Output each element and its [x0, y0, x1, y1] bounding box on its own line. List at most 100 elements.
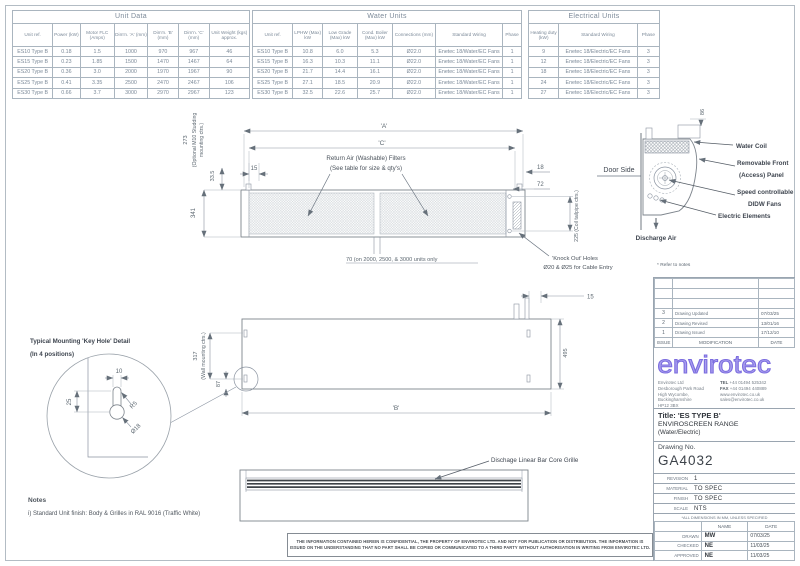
table-cell: [672, 297, 759, 309]
dim-273-note2: mounting ctrs.): [199, 123, 205, 158]
table-cell: 07/03/25: [758, 307, 795, 319]
dim-317-note: (Wall mounting ctrs.): [201, 332, 207, 380]
email-link[interactable]: sales@envirotec.co.uk: [720, 397, 765, 403]
company-logo: envirotec: [657, 352, 772, 379]
dim-25-label: 25: [67, 398, 73, 405]
table-cell: 3000: [113, 87, 149, 99]
table-cell: 11/03/25: [747, 540, 795, 552]
column-header: DATE: [747, 521, 795, 532]
tailpipe-bottom: [507, 228, 512, 234]
water-coil-label: Water Coil: [736, 143, 767, 150]
column-header: Unit ref.: [251, 23, 294, 47]
fans-label-2: DIDW Fans: [748, 201, 782, 208]
water-coil-section: [644, 140, 690, 154]
dim-86-label: 86: [700, 109, 706, 115]
table-cell: NTS: [691, 503, 795, 513]
table-cell: 07/03/25: [747, 530, 795, 542]
table-cell: Drawing Revised: [672, 317, 759, 329]
drawing-number-label: Drawing No.: [658, 444, 696, 451]
column-header: [654, 521, 702, 532]
keyhole-title-2: (In 4 positions): [30, 351, 74, 358]
electric-element: [647, 193, 653, 199]
table-row: [654, 287, 795, 299]
keyhole-slot: [243, 374, 248, 383]
table-cell: [758, 278, 795, 289]
column-header: MODIFICATION: [672, 337, 759, 349]
table-cell: 123: [208, 87, 251, 99]
plan-view: 15 317 (Wall mounting ctrs.) 87 495 'B': [169, 291, 594, 424]
dim-18-label: 18: [537, 165, 544, 171]
disclaimer-box: THE INFORMATION CONTAINED HEREIN IS CONF…: [287, 533, 653, 557]
dim-15-label: 15: [251, 166, 258, 172]
removable-front-label-2: (Access) Panel: [739, 172, 784, 179]
column-header: Unit Weight (kgs) approx.: [208, 23, 251, 47]
fans-label-1: Speed controllable: [737, 189, 794, 196]
knockout-label-1: 'Knock Out' Holes: [552, 256, 598, 262]
keyhole-slot: [526, 329, 531, 338]
grille-label: Dischage Linear Bar Core Grille: [491, 457, 579, 464]
column-header: Heating duty (kW): [527, 23, 560, 47]
company-contact: TEL +44 01494 525342 FAX +44 01494 44088…: [720, 380, 790, 408]
table-cell: 13/01/16: [758, 317, 795, 329]
table-cell: 2: [654, 317, 673, 329]
dim-72-label: 72: [537, 182, 544, 188]
company-line: HP12 3BX: [658, 403, 679, 408]
company-line: Buckinghamshire: [658, 397, 692, 403]
filters-label-2: (See table for size & qty's): [330, 165, 402, 172]
dim-10-label: 10: [116, 369, 123, 375]
drawing-number-section: Drawing No. GA4032: [654, 441, 795, 473]
tailpipe-stub: [524, 297, 530, 320]
detail-bubble: [46, 353, 172, 479]
electric-element: [653, 195, 659, 201]
table-cell: Drawing Updated: [672, 307, 759, 319]
table-cell: 27: [527, 87, 560, 99]
drawing-title-line-3: (Water/Electric): [658, 429, 701, 436]
side-section-view: 86 Door Side Water Coil Removable Front …: [597, 109, 794, 242]
discharge-air-label: Discharge Air: [636, 235, 677, 242]
table-cell: [654, 287, 673, 299]
dim-87-label: 87: [216, 381, 222, 387]
refer-to-notes: * Refer to notes: [657, 263, 691, 268]
tailpipe-stub: [513, 303, 520, 320]
mounting-stud-left: [245, 183, 252, 191]
table-cell: NE: [700, 550, 749, 561]
knockout-plate: [512, 201, 522, 230]
dim-341-label: 341: [191, 207, 197, 218]
fax-label: FAX: [720, 385, 729, 391]
table-cell: REVISION: [654, 473, 691, 484]
drawing-title-section: Title: 'ES TYPE B' ENVIROSCREEN RANGE (W…: [654, 408, 795, 441]
tel-line: TEL +44 01494 525342: [720, 380, 790, 386]
disclaimer-line-2: ISSUED ON THE UNDERSTANDING THAT NO PART…: [289, 545, 651, 550]
top-bracket-left: [645, 127, 653, 140]
website-link[interactable]: www.envirotec.co.uk: [720, 391, 761, 397]
table-cell: 3.7: [79, 87, 115, 99]
dim-225-label: 225 (Coil tailpipe ctrs.): [574, 190, 580, 242]
knockout-label-2: Ø20 & Ø25 for Cable Entry: [543, 265, 612, 271]
drawing-title-line-2: ENVIROSCREEN RANGE: [658, 421, 739, 428]
fax-line: FAX +44 01494 440889: [720, 386, 790, 392]
table-cell: 3: [654, 307, 673, 319]
table-cell: MATERIAL: [654, 483, 691, 494]
dim-273-label: 273: [183, 135, 189, 144]
table-cell: [758, 297, 795, 309]
